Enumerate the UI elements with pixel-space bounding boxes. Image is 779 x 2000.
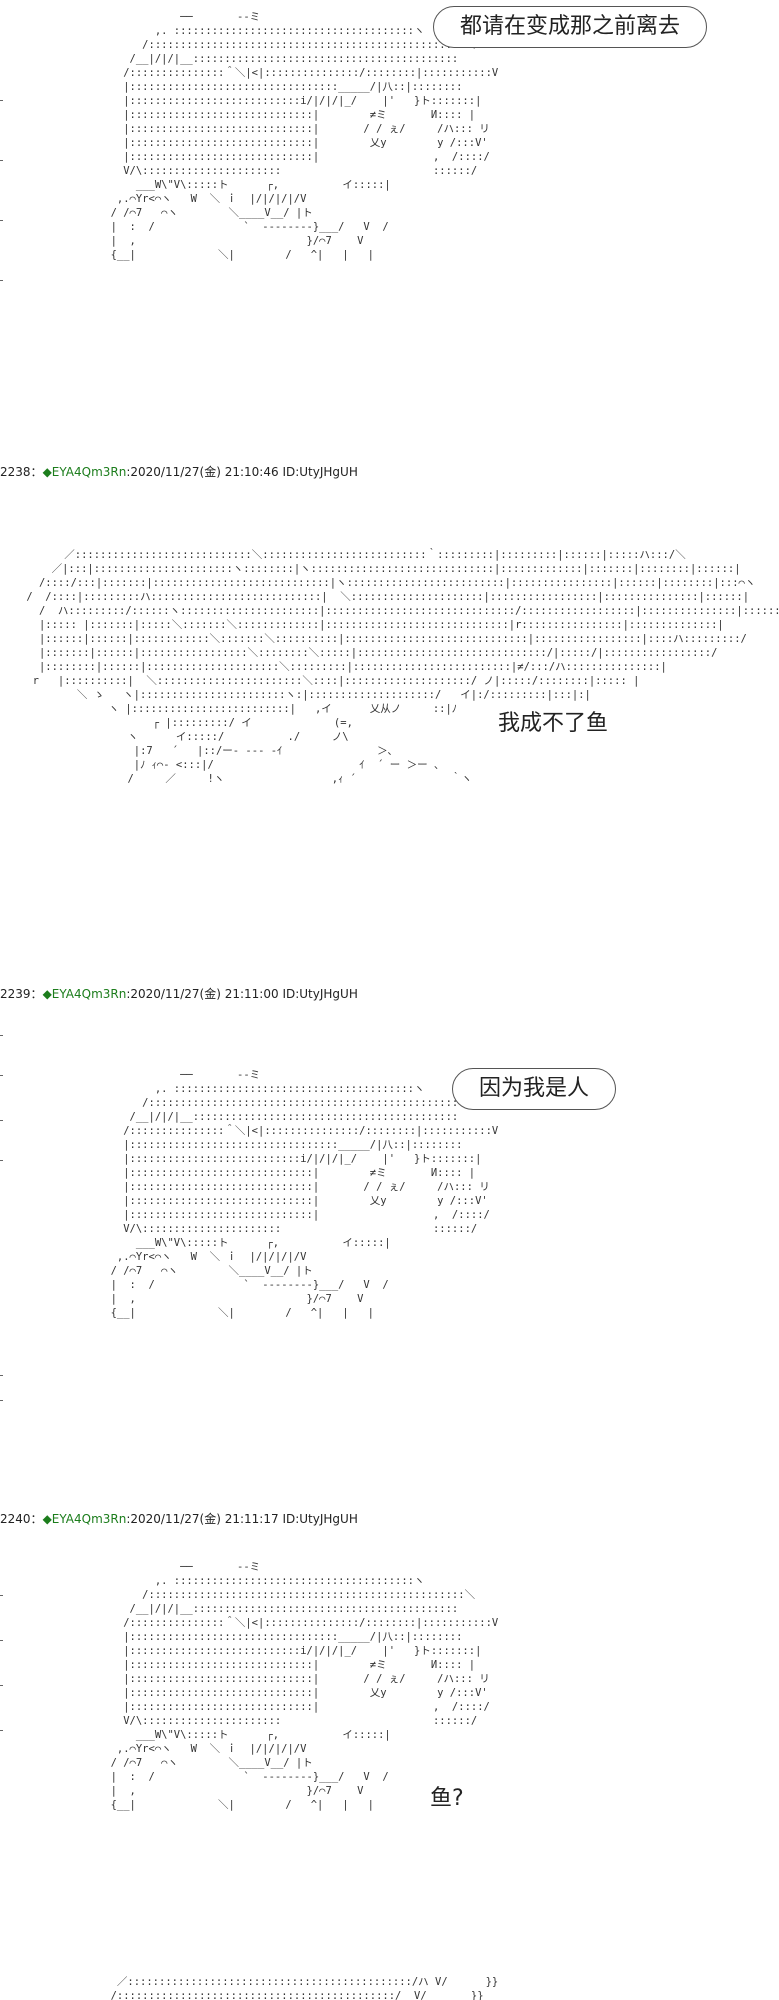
ascii-art-figure: ── -‐ミ ,. ::::::::::::::::::::::::::::::…	[110, 1561, 499, 1811]
post-separator: ：	[30, 987, 43, 1001]
ascii-art-figure: ── -‐ミ ,. ::::::::::::::::::::::::::::::…	[110, 1069, 499, 1319]
dialogue-text: 都请在变成那之前离去	[460, 14, 681, 39]
post-date: :2020/11/27(金) 21:10:46	[126, 465, 279, 479]
post-id: ID:UtyJHgUH	[282, 465, 358, 479]
trip-diamond-icon: ◆	[42, 1512, 52, 1526]
trip-diamond-icon: ◆	[42, 987, 52, 1001]
post-header: 2240：◆EYA4Qm3Rn:2020/11/27(金) 21:11:17 I…	[0, 1512, 358, 1526]
dialogue-text: 鱼?	[430, 1786, 464, 1811]
left-edge-marks	[0, 0, 4, 2000]
ascii-art-figure-partial: ／:::::::::::::::::::::::::::::::::::::::…	[110, 1976, 499, 2000]
speech-bubble: 因为我是人	[452, 1068, 617, 1110]
post-date: :2020/11/27(金) 21:11:00	[126, 987, 279, 1001]
ascii-art-figure: ── -‐ミ ,. ::::::::::::::::::::::::::::::…	[110, 11, 499, 261]
poster-name[interactable]: ◆EYA4Qm3Rn	[43, 465, 127, 479]
dialogue-text: 我成不了鱼	[498, 711, 609, 736]
post-number: 2238	[0, 465, 31, 479]
trip-diamond-icon: ◆	[42, 465, 52, 479]
poster-name[interactable]: ◆EYA4Qm3Rn	[43, 987, 127, 1001]
poster-name[interactable]: ◆EYA4Qm3Rn	[43, 1512, 127, 1526]
post-header: 2239：◆EYA4Qm3Rn:2020/11/27(金) 21:11:00 I…	[0, 987, 358, 1001]
post-number: 2239	[0, 987, 31, 1001]
post-separator: ：	[30, 1512, 43, 1526]
poster-trip: EYA4Qm3Rn	[51, 1512, 127, 1526]
post-id: ID:UtyJHgUH	[282, 987, 358, 1001]
post-id: ID:UtyJHgUH	[282, 1512, 358, 1526]
dialogue-text: 因为我是人	[479, 1076, 590, 1101]
speech-bubble: 都请在变成那之前离去	[433, 6, 708, 48]
poster-trip: EYA4Qm3Rn	[51, 465, 127, 479]
poster-trip: EYA4Qm3Rn	[51, 987, 127, 1001]
post-header: 2238：◆EYA4Qm3Rn:2020/11/27(金) 21:10:46 I…	[0, 465, 358, 479]
post-separator: ：	[30, 465, 43, 479]
post-date: :2020/11/27(金) 21:11:17	[126, 1512, 279, 1526]
ascii-art-figure: ／::::::::::::::::::::::::::::＼::::::::::…	[26, 549, 779, 785]
post-number: 2240	[0, 1512, 31, 1526]
